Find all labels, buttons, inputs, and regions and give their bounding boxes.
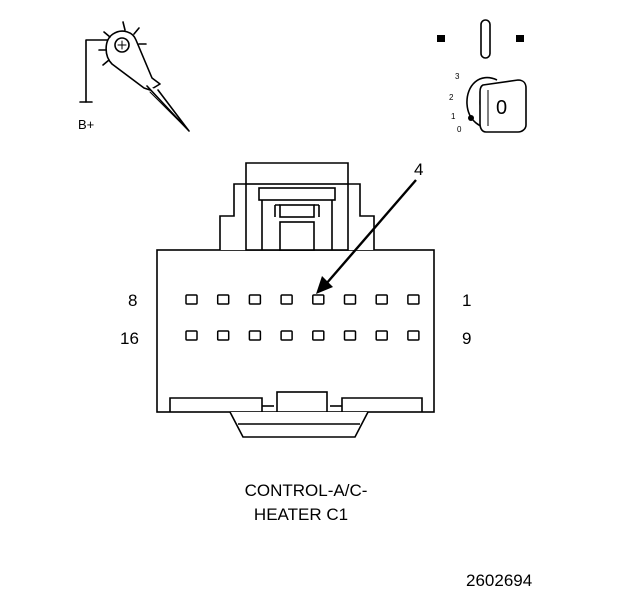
pin-cavity xyxy=(312,294,325,305)
pin-cavity xyxy=(248,330,262,341)
row2-right-label: 9 xyxy=(462,329,471,348)
key-indicator: 0 xyxy=(496,97,507,119)
pin-cavity xyxy=(280,294,293,305)
connector-caption-line1: CONTROL-A/C- xyxy=(245,481,368,500)
key-position-0: 0 xyxy=(457,125,462,134)
key-position-1: 1 xyxy=(451,112,456,121)
pin-cavity xyxy=(185,330,198,341)
connector-caption-line2: HEATER C1 xyxy=(254,505,348,524)
row2-left-label: 16 xyxy=(120,329,139,348)
figure-number: 2602694 xyxy=(466,571,532,590)
row1-left-label: 8 xyxy=(128,291,137,310)
key-position-3: 3 xyxy=(455,72,460,81)
callout-number: 4 xyxy=(414,160,423,179)
key-position-2: 2 xyxy=(449,93,454,102)
pin-cavity xyxy=(375,294,388,305)
pin-cavity xyxy=(216,294,230,305)
pin-array xyxy=(185,294,420,341)
pin-cavity xyxy=(280,330,293,341)
pin-cavity xyxy=(407,294,420,305)
pin-cavity xyxy=(343,330,357,341)
row1-right-label: 1 xyxy=(462,291,471,310)
ignition-key-icon xyxy=(437,19,527,133)
pin-cavity xyxy=(312,330,325,341)
connector-housing xyxy=(156,162,435,438)
arrow-icon xyxy=(316,179,417,294)
pin-cavity xyxy=(407,330,420,341)
test-probe-icon xyxy=(79,21,190,132)
pin-cavity xyxy=(375,330,388,341)
pin-cavity xyxy=(185,294,198,305)
pin-cavity xyxy=(216,330,230,341)
pin-cavity xyxy=(248,294,262,305)
pin-cavity xyxy=(343,294,357,305)
b-plus-label: B+ xyxy=(78,117,94,132)
